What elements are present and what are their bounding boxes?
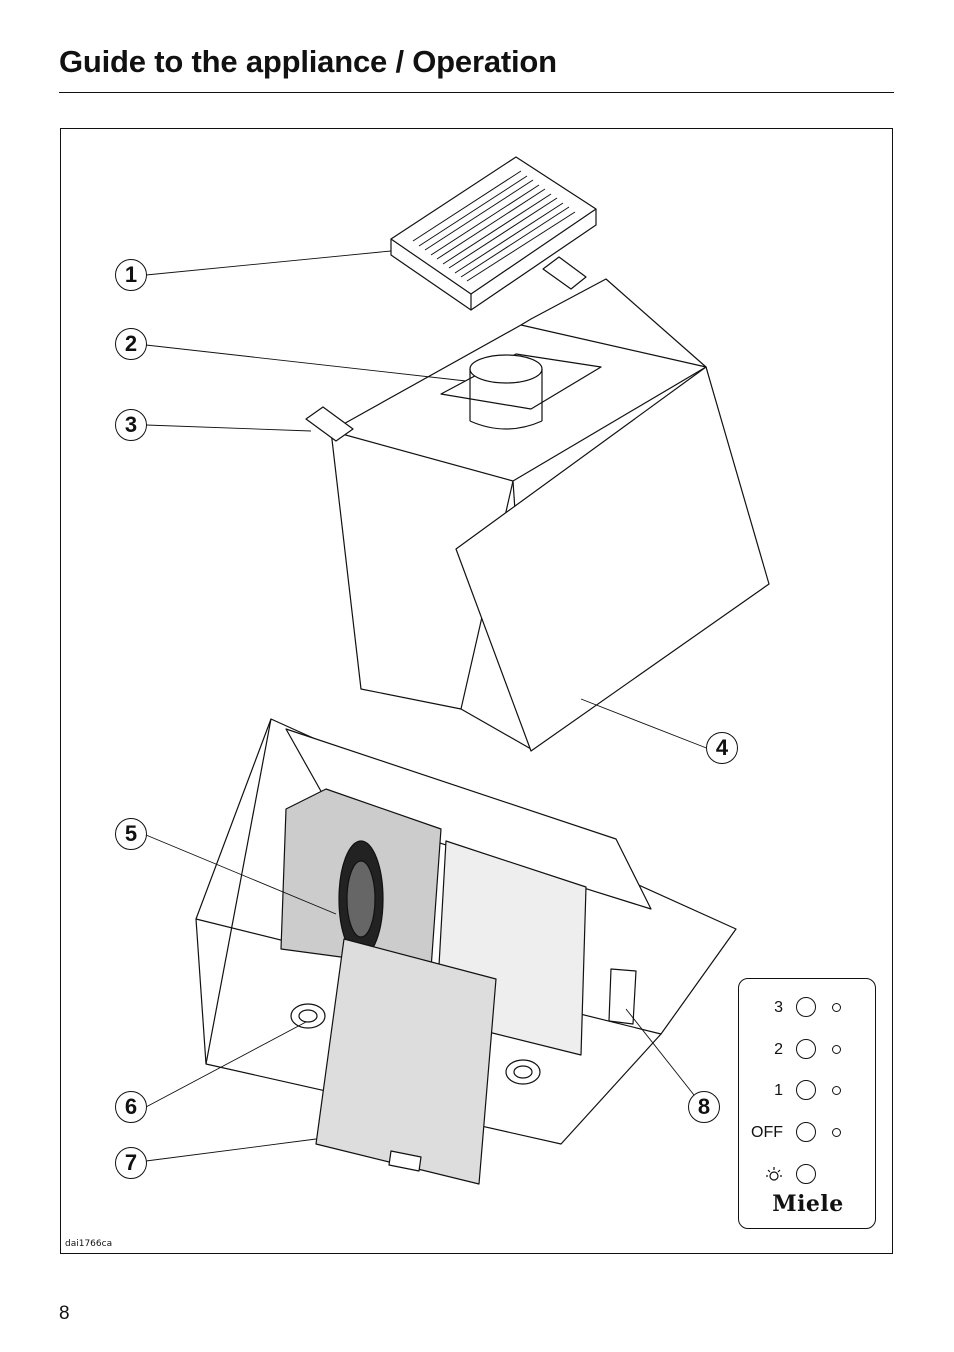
control-row-off: OFF [739,1122,877,1144]
control-row-label: OFF [751,1124,783,1141]
appliance-illustration: 1 2 3 4 5 6 7 8 3 2 1 OFF [60,128,893,1254]
callout-4: 4 [706,732,738,764]
brand-logo: Miele [772,1191,844,1217]
control-row-label: 3 [774,999,783,1016]
fan-speed-1-button [796,1080,816,1100]
control-row-3: 3 [739,997,877,1019]
page-number: 8 [59,1303,70,1324]
callout-5: 5 [115,818,147,850]
callout-8: 8 [688,1091,720,1123]
filter-grille-cover [390,156,597,311]
light-button [796,1164,816,1184]
control-row-1: 1 [739,1080,877,1102]
page-title: Guide to the appliance / Operation [59,44,557,79]
control-row-label: 2 [774,1041,783,1058]
title-divider [59,92,894,93]
indicator-lamp-icon [832,1128,841,1137]
fan-off-button [796,1122,816,1142]
hood-line-drawing [145,156,770,1185]
fan-speed-2-button [796,1039,816,1059]
indicator-lamp-icon [832,1045,841,1054]
callout-3: 3 [115,409,147,441]
control-row-label: 1 [774,1082,783,1099]
callout-7: 7 [115,1147,147,1179]
control-row-light [739,1164,877,1186]
fan-speed-3-button [796,997,816,1017]
control-panel: 3 2 1 OFF Miele [738,978,876,1229]
light-bulb-icon [766,1167,782,1181]
indicator-lamp-icon [832,1003,841,1012]
indicator-lamp-icon [832,1086,841,1095]
callout-6: 6 [115,1091,147,1123]
callout-2: 2 [115,328,147,360]
control-row-2: 2 [739,1039,877,1061]
illustration-code: dai1766ca [65,1239,113,1249]
callout-1: 1 [115,259,147,291]
